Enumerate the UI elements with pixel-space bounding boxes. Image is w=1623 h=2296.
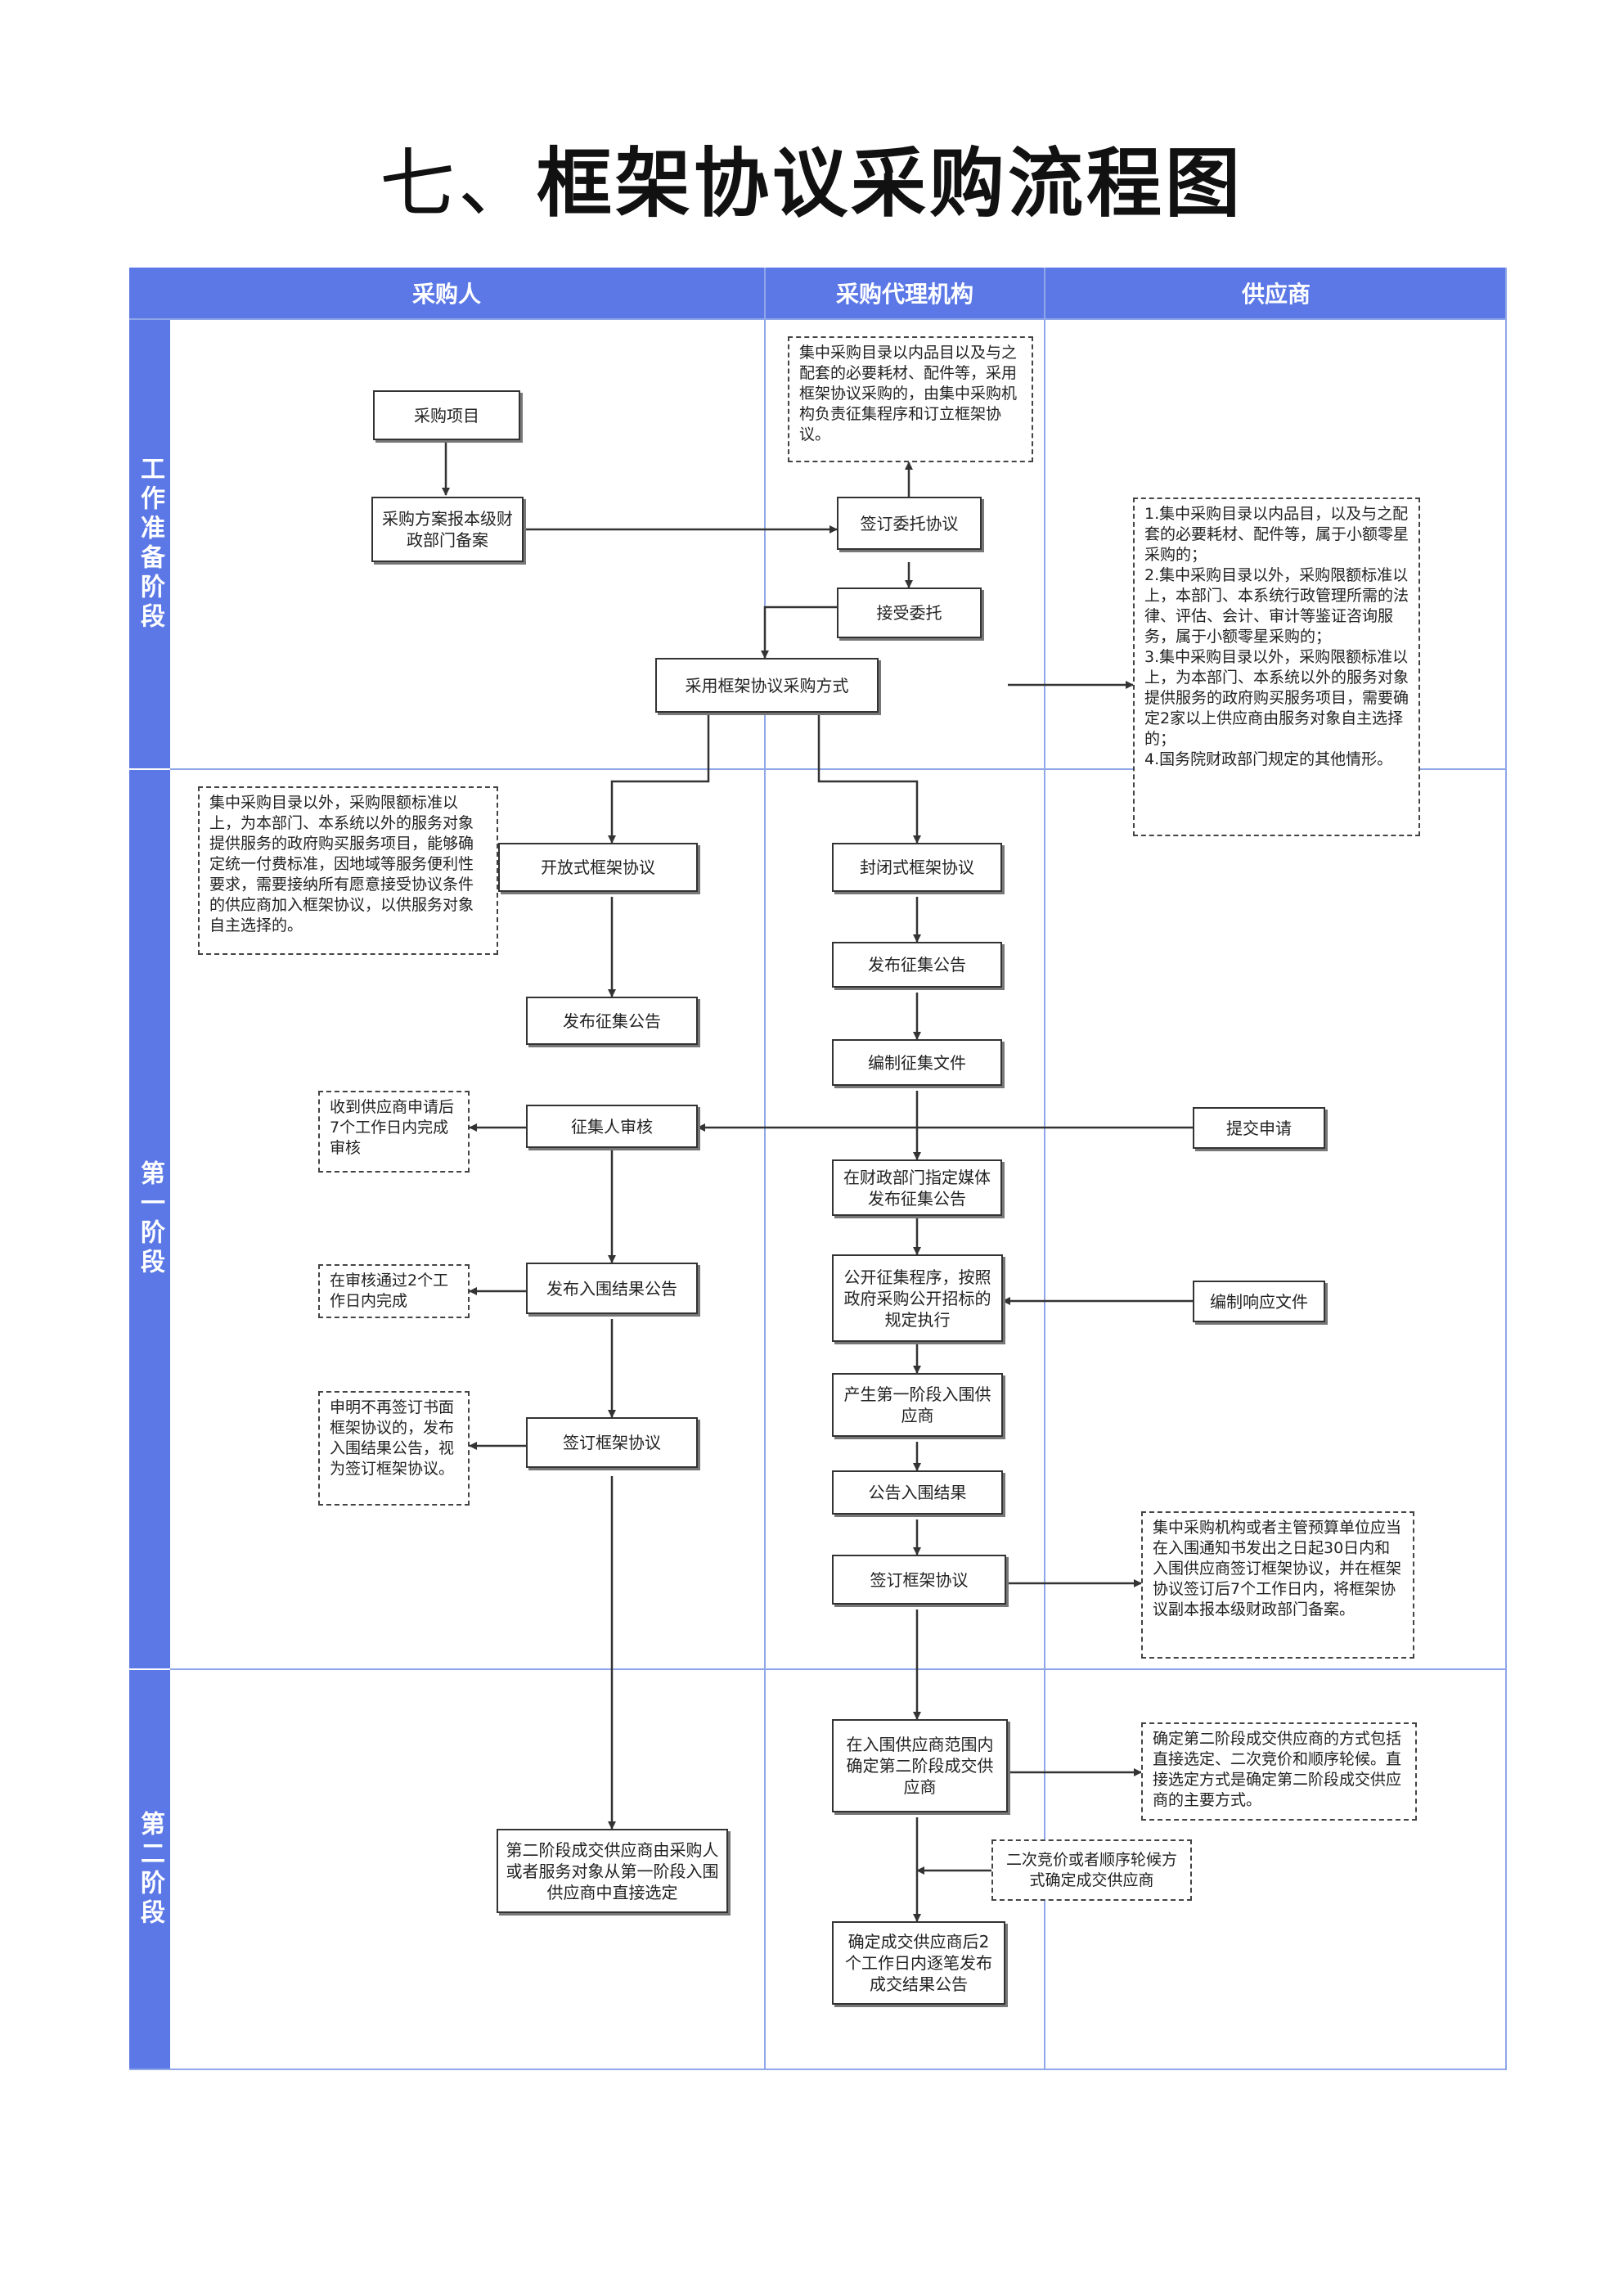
node-submit-application: 提交申请	[1193, 1107, 1325, 1149]
lane-header-supplier: 供应商	[1045, 268, 1507, 318]
node-sign-agreement-left: 签订框架协议	[526, 1417, 698, 1468]
node-sign-agreement-mid: 签订框架协议	[832, 1555, 1006, 1605]
stage-preparation: 工作准备阶段	[129, 320, 170, 768]
stage-divider-1	[170, 768, 1507, 770]
node-adopt-framework: 采用框架协议采购方式	[655, 658, 879, 713]
note-open-framework-desc: 集中采购目录以外，采购限额标准以上，为本部门、本系统以外的服务对象提供服务的政府…	[198, 786, 498, 955]
node-publish-notice-mid: 发布征集公告	[832, 942, 1002, 988]
node-media-publish: 在财政部门指定媒体发布征集公告	[832, 1159, 1002, 1216]
lane-border-top	[129, 318, 1507, 320]
lane-header-purchaser: 采购人	[129, 268, 764, 318]
node-first-stage-supplier: 产生第一阶段入围供应商	[832, 1373, 1003, 1437]
node-announce-result: 公告入围结果	[832, 1470, 1003, 1515]
note-review-7days: 收到供应商申请后7个工作日内完成审核	[318, 1091, 470, 1173]
stage-second: 第二阶段	[129, 1670, 170, 2069]
node-closed-framework: 封闭式框架协议	[832, 843, 1002, 892]
node-prepare-docs: 编制征集文件	[832, 1039, 1002, 1086]
node-prepare-response: 编制响应文件	[1193, 1281, 1325, 1322]
title-prefix: 七、	[379, 140, 537, 227]
node-sign-entrust: 签订委托协议	[837, 497, 982, 550]
stage-first: 第一阶段	[129, 770, 170, 1668]
node-procurement-project: 采购项目	[373, 390, 520, 440]
note-central-catalog: 集中采购目录以内品目以及与之配套的必要耗材、配件等，采用框架协议采购的，由集中采…	[788, 336, 1033, 462]
lane-header-agency: 采购代理机构	[766, 268, 1044, 318]
title-main: 框架协议采购流程图	[537, 140, 1244, 227]
note-no-paper-agreement: 申明不再签订书面框架协议的，发布入围结果公告，视为签订框架协议。	[318, 1391, 470, 1506]
lane-border-bottom	[129, 2069, 1507, 2070]
node-accept-entrust: 接受委托	[837, 588, 982, 638]
lane-divider-1	[764, 268, 766, 2070]
node-publish-result-left: 发布入围结果公告	[526, 1263, 698, 1314]
lane-divider-2	[1044, 268, 1045, 2070]
node-open-framework: 开放式框架协议	[498, 843, 698, 892]
note-second-stage-methods: 确定第二阶段成交供应商的方式包括直接选定、二次竞价和顺序轮候。直接选定方式是确定…	[1141, 1722, 1417, 1821]
node-publish-deal: 确定成交供应商后2个工作日内逐笔发布成交结果公告	[832, 1921, 1005, 2005]
note-review-2days: 在审核通过2个工作日内完成	[318, 1264, 470, 1318]
note-sign-30days: 集中采购机构或者主管预算单位应当在入围通知书发出之日起30日内和入围供应商签订框…	[1141, 1511, 1414, 1659]
note-scope-list: 1.集中采购目录以内品目，以及与之配套的必要耗材、配件等，属于小额零星采购的； …	[1133, 497, 1420, 836]
node-public-procedure: 公开征集程序，按照政府采购公开招标的规定执行	[832, 1254, 1003, 1342]
stage-divider-2	[170, 1668, 1507, 1670]
node-confirm-second-stage: 在入围供应商范围内确定第二阶段成交供应商	[832, 1719, 1008, 1812]
page-title: 七、框架协议采购流程图	[0, 123, 1623, 232]
node-publish-notice-left: 发布征集公告	[526, 997, 698, 1045]
note-bid-rotation: 二次竞价或者顺序轮候方式确定成交供应商	[991, 1839, 1192, 1901]
node-second-stage-direct: 第二阶段成交供应商由采购人或者服务对象从第一阶段入围供应商中直接选定	[497, 1829, 728, 1913]
node-plan-filing: 采购方案报本级财政部门备案	[371, 497, 524, 562]
lane-border-right	[1505, 268, 1507, 2070]
node-collector-review: 征集人审核	[526, 1105, 698, 1148]
